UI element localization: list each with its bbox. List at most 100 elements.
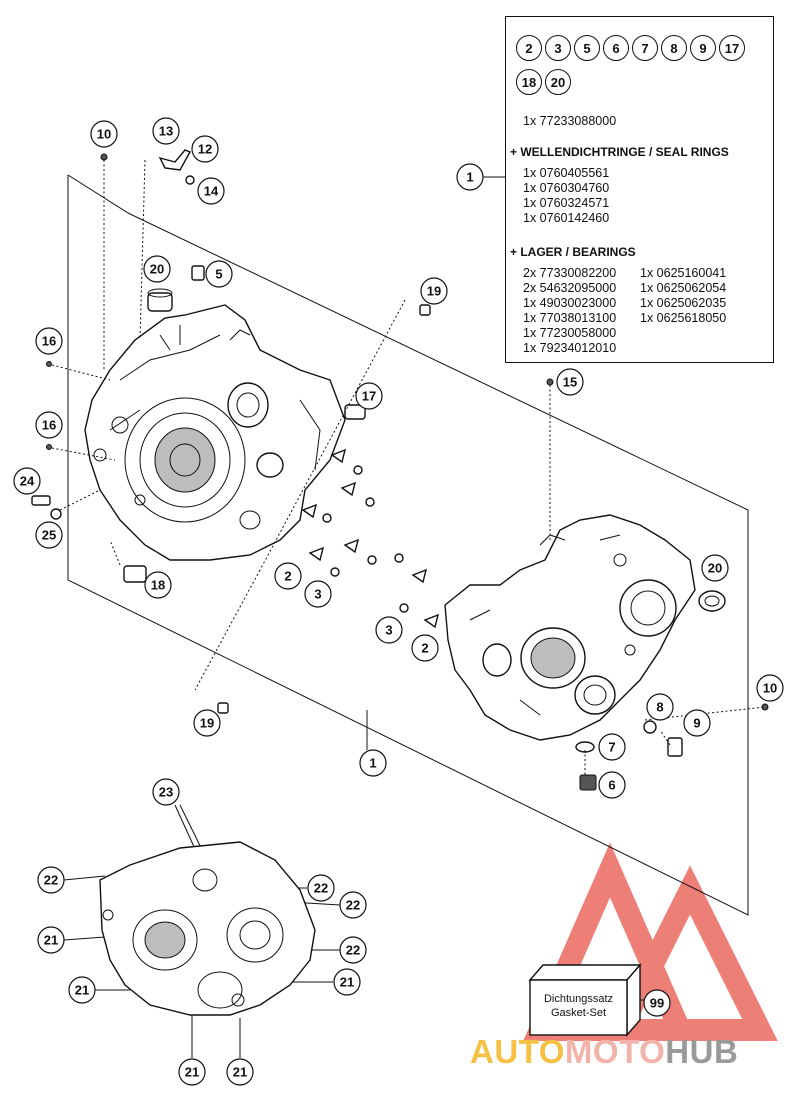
callout-16-upper: 16	[35, 327, 63, 355]
svg-text:23: 23	[159, 785, 173, 800]
reference-crankcase-view	[99, 841, 316, 1016]
callout-2-left: 2	[274, 562, 302, 590]
callout-21-left-b: 21	[68, 976, 96, 1004]
callout-22-right-c: 22	[339, 936, 367, 964]
callout-20-right: 20	[701, 554, 729, 582]
svg-text:22: 22	[346, 898, 360, 913]
chip-part: 9	[690, 35, 716, 61]
seal-part: 1x 0760324571	[523, 196, 610, 210]
chip-part: 18	[516, 69, 542, 95]
callout-13: 13	[152, 117, 180, 145]
bearing-part: 1x 77230058000	[523, 326, 617, 340]
svg-text:16: 16	[42, 334, 56, 349]
gasket-set-box	[528, 963, 642, 1037]
svg-text:17: 17	[362, 389, 376, 404]
svg-text:2: 2	[421, 641, 428, 656]
svg-text:24: 24	[20, 474, 35, 489]
svg-text:19: 19	[427, 284, 441, 299]
callout-8: 8	[646, 693, 674, 721]
svg-text:20: 20	[708, 561, 722, 576]
callout-23: 23	[152, 778, 180, 806]
bearings-header: + LAGER / BEARINGS	[510, 245, 636, 259]
chip-part: 17	[719, 35, 745, 61]
svg-text:19: 19	[200, 716, 214, 731]
seal-part: 1x 0760304760	[523, 181, 610, 195]
callout-9: 9	[683, 709, 711, 737]
callout-2-right: 2	[411, 634, 439, 662]
callout-21-left: 21	[37, 926, 65, 954]
callout-16-lower: 16	[35, 411, 63, 439]
svg-text:18: 18	[151, 578, 165, 593]
dotted-leaders	[51, 159, 766, 775]
callout-6: 6	[598, 771, 626, 799]
bearing-part: 1x 77038013100	[523, 311, 617, 325]
callout-10-top: 10	[90, 120, 118, 148]
bearing-part: 2x 77330082200	[523, 266, 617, 280]
bolt-brackets	[301, 448, 440, 629]
svg-text:6: 6	[608, 778, 615, 793]
svg-text:16: 16	[42, 418, 56, 433]
callout-1-center: 1	[359, 749, 387, 777]
bearing-part: 1x 0625618050	[640, 311, 727, 325]
callout-1-box: 1	[456, 163, 484, 191]
svg-text:15: 15	[563, 375, 577, 390]
callout-3-left: 3	[304, 580, 332, 608]
callout-20-left: 20	[143, 255, 171, 283]
left-crankcase-half	[84, 304, 346, 561]
logo-hub: HUB	[665, 1033, 739, 1070]
svg-text:21: 21	[185, 1065, 199, 1080]
chip-part: 2	[516, 35, 542, 61]
bearing-part: 2x 54632095000	[523, 281, 617, 295]
logo-moto: MOTO	[564, 1033, 666, 1070]
bearing-part: 1x 0625160041	[640, 266, 727, 280]
callout-21-bottom-b: 21	[226, 1058, 254, 1086]
callout-5: 5	[205, 260, 233, 288]
svg-text:22: 22	[44, 873, 58, 888]
svg-text:12: 12	[198, 142, 212, 157]
callout-3-right: 3	[375, 616, 403, 644]
svg-text:25: 25	[42, 528, 56, 543]
callout-24: 24	[13, 467, 41, 495]
gasket-label-en: Gasket-Set	[550, 1007, 607, 1019]
gasket-set-label: Dichtungssatz Gasket-Set	[530, 967, 636, 1030]
svg-text:9: 9	[693, 716, 700, 731]
svg-text:10: 10	[97, 127, 111, 142]
assembly-frame	[67, 175, 749, 916]
svg-text:13: 13	[159, 124, 173, 139]
svg-text:5: 5	[215, 267, 222, 282]
seal-part: 1x 0760405561	[523, 166, 610, 180]
callout-7: 7	[598, 733, 626, 761]
callout-22-right-a: 22	[307, 874, 335, 902]
svg-text:20: 20	[150, 262, 164, 277]
svg-text:2: 2	[284, 569, 291, 584]
callout-22-left: 22	[37, 866, 65, 894]
svg-text:99: 99	[650, 996, 664, 1011]
svg-text:10: 10	[763, 681, 777, 696]
callout-17: 17	[355, 382, 383, 410]
callout-14: 14	[197, 177, 225, 205]
chip-part: 3	[545, 35, 571, 61]
callout-25: 25	[35, 521, 63, 549]
bearing-part: 1x 79234012010	[523, 341, 617, 355]
callout-21-right: 21	[333, 968, 361, 996]
svg-text:22: 22	[314, 881, 328, 896]
chip-part: 5	[574, 35, 600, 61]
svg-text:21: 21	[75, 983, 89, 998]
svg-text:21: 21	[44, 933, 58, 948]
svg-text:8: 8	[656, 700, 663, 715]
gasket-label-de: Dichtungssatz	[543, 993, 614, 1005]
callout-19-bottom: 19	[193, 709, 221, 737]
bearing-part: 1x 0625062035	[640, 296, 727, 310]
callout-18: 18	[144, 571, 172, 599]
svg-text:3: 3	[385, 623, 392, 638]
svg-text:21: 21	[233, 1065, 247, 1080]
callout-12: 12	[191, 135, 219, 163]
svg-text:7: 7	[608, 740, 615, 755]
callout-22-right-b: 22	[339, 891, 367, 919]
svg-text:1: 1	[466, 170, 473, 185]
callout-99: 99	[643, 989, 671, 1017]
kit-part-number: 1x 77233088000	[523, 114, 617, 128]
